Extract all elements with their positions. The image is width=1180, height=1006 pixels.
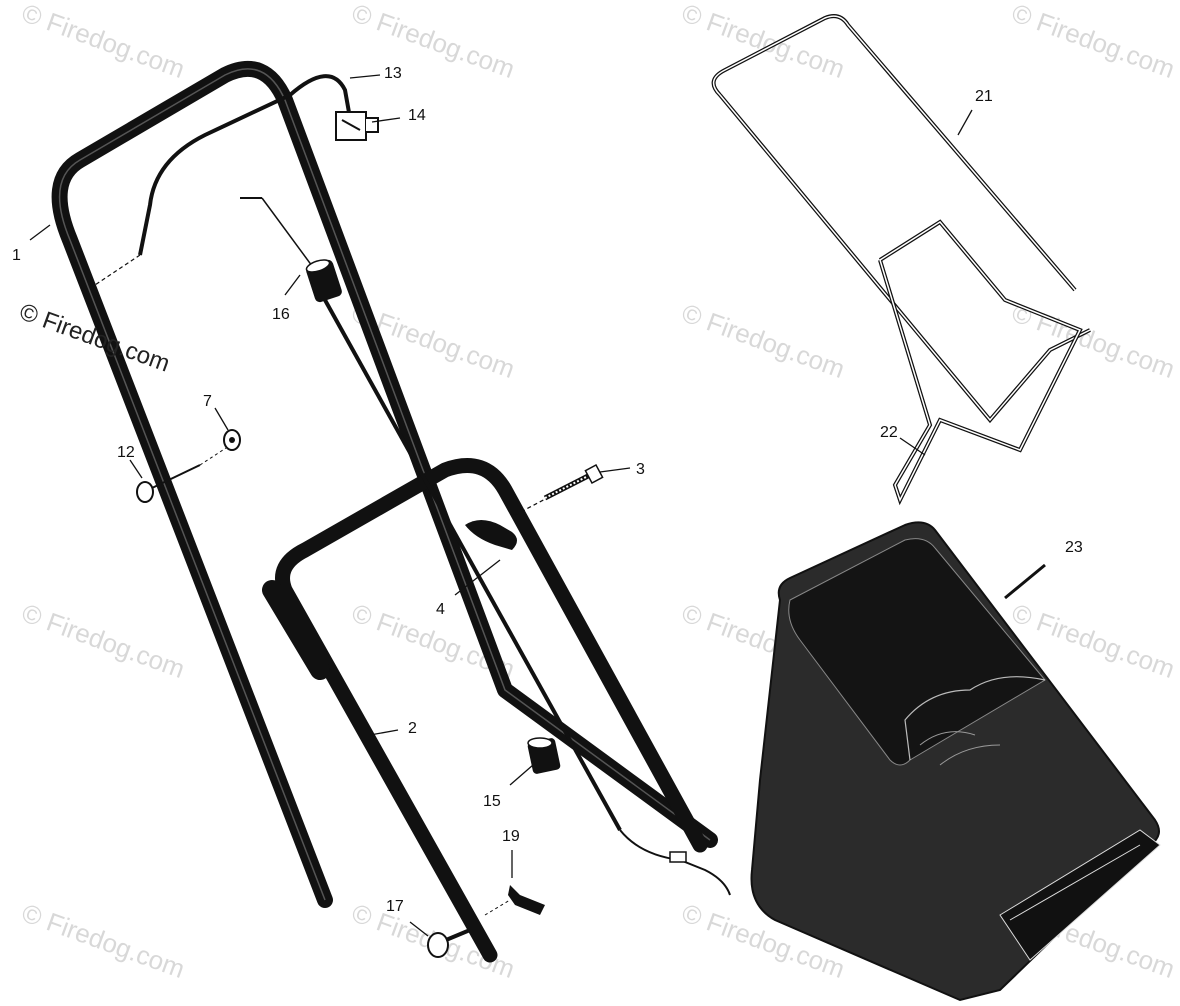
wing-knob — [465, 520, 517, 550]
part-label-13: 13 — [384, 65, 402, 82]
watermark: © Firedog.com — [18, 0, 189, 84]
grass-bag — [750, 521, 1161, 1002]
eye-bolt — [136, 447, 227, 503]
part-label-21: 21 — [975, 88, 993, 105]
part-label-4: 4 — [436, 601, 445, 618]
cable-bushing — [527, 737, 561, 774]
hex-nut — [223, 429, 241, 451]
watermark: © Firedog.com — [348, 0, 519, 84]
cable-clip — [335, 111, 379, 141]
part-label-7: 7 — [203, 393, 212, 410]
part-label-3: 3 — [636, 461, 645, 478]
part-label-19: 19 — [502, 828, 520, 845]
watermark: © Firedog.com — [678, 297, 849, 384]
cable-sleeve — [305, 259, 342, 303]
part-label-1: 1 — [12, 247, 21, 264]
part-labels: 1 2 3 4 7 12 13 14 15 16 17 19 21 22 23 — [12, 65, 1083, 915]
leader-lines — [29, 74, 1046, 937]
watermark: © Firedog.com — [678, 0, 849, 84]
part-label-17: 17 — [386, 898, 404, 915]
part-label-23: 23 — [1065, 539, 1083, 556]
watermark: © Firedog.com — [1008, 0, 1179, 84]
lower-handle — [262, 458, 708, 963]
part-label-16: 16 — [272, 306, 290, 323]
part-label-14: 14 — [408, 107, 426, 124]
carriage-bolt — [514, 463, 604, 516]
part-label-22: 22 — [880, 424, 898, 441]
bag-frame — [711, 14, 1091, 506]
part-label-12: 12 — [117, 444, 135, 461]
watermark: © Firedog.com — [18, 597, 189, 684]
brake-cable — [240, 197, 731, 896]
upper-handle — [51, 60, 718, 908]
lower-bolt — [427, 928, 471, 958]
lower-wing-knob — [484, 885, 545, 916]
part-label-2: 2 — [408, 720, 417, 737]
watermark: © Firedog.com — [18, 897, 189, 984]
part-label-15: 15 — [483, 793, 501, 810]
control-cable — [94, 74, 352, 286]
